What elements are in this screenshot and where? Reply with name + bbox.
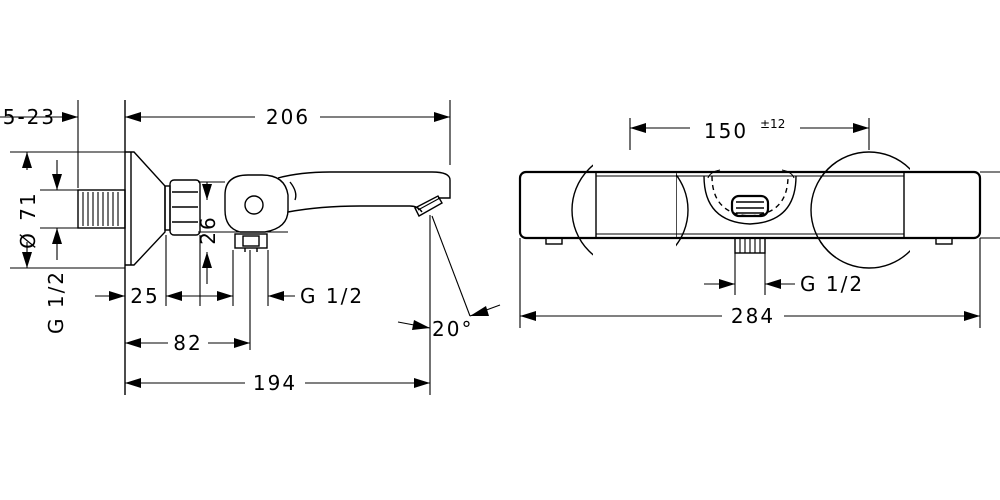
thermostat-body — [518, 170, 982, 240]
bottom-connector — [734, 237, 766, 254]
dim-82-label: 82 — [173, 331, 202, 355]
dim-194: 194 — [125, 371, 430, 395]
dim-284-label: 284 — [731, 304, 775, 328]
dim-20-deg-label: 20° — [432, 317, 473, 341]
dim-284: 284 — [520, 304, 980, 328]
center-roses — [676, 161, 836, 259]
union-nut — [164, 179, 201, 236]
dim-150: 150 ±12 — [630, 114, 869, 143]
dim-15-23: 15-23 — [0, 105, 150, 129]
left-foot — [545, 237, 563, 245]
dim-g12-vertical: G 1/2 — [44, 160, 68, 334]
dim-71: 71 Ø — [16, 152, 40, 268]
dim-g12-front-label: G 1/2 — [800, 272, 864, 296]
dim-206-label: 206 — [266, 105, 310, 129]
dim-20-deg: 20° — [397, 304, 501, 341]
dim-194-label: 194 — [253, 371, 297, 395]
front-view: 150 ±12 G 1/2 284 — [518, 114, 1000, 328]
dim-150-tolerance: ±12 — [760, 117, 785, 131]
right-wall-rose — [820, 151, 910, 269]
dim-g12-front: G 1/2 — [704, 272, 864, 296]
dim-26-label: 26 — [196, 215, 220, 244]
dim-g12-bottom: G 1/2 — [200, 284, 364, 308]
dim-g12-bottom-label: G 1/2 — [300, 284, 364, 308]
left-wall-rose — [571, 164, 593, 256]
dim-82: 82 — [125, 331, 250, 355]
threaded-connector — [77, 189, 126, 229]
mixer-body — [224, 174, 289, 233]
right-foot — [935, 237, 953, 245]
dim-150-label: 150 — [704, 119, 748, 143]
center-outlet — [703, 169, 797, 225]
dim-15-23-label: 15-23 — [0, 105, 56, 129]
side-view: 206 15-23 71 Ø G 1/2 — [0, 100, 501, 395]
dim-206: 206 — [125, 105, 450, 129]
dim-g12-vertical-label: G 1/2 — [44, 270, 68, 334]
spout — [277, 171, 451, 217]
valve-cap — [244, 195, 264, 215]
dim-71-label: 71 — [16, 191, 40, 220]
dim-25-label: 25 — [130, 284, 159, 308]
dim-25: 25 — [95, 284, 200, 308]
diameter-symbol: Ø — [16, 231, 40, 249]
bottom-connection — [234, 233, 268, 252]
dim-26: 26 — [196, 182, 220, 284]
